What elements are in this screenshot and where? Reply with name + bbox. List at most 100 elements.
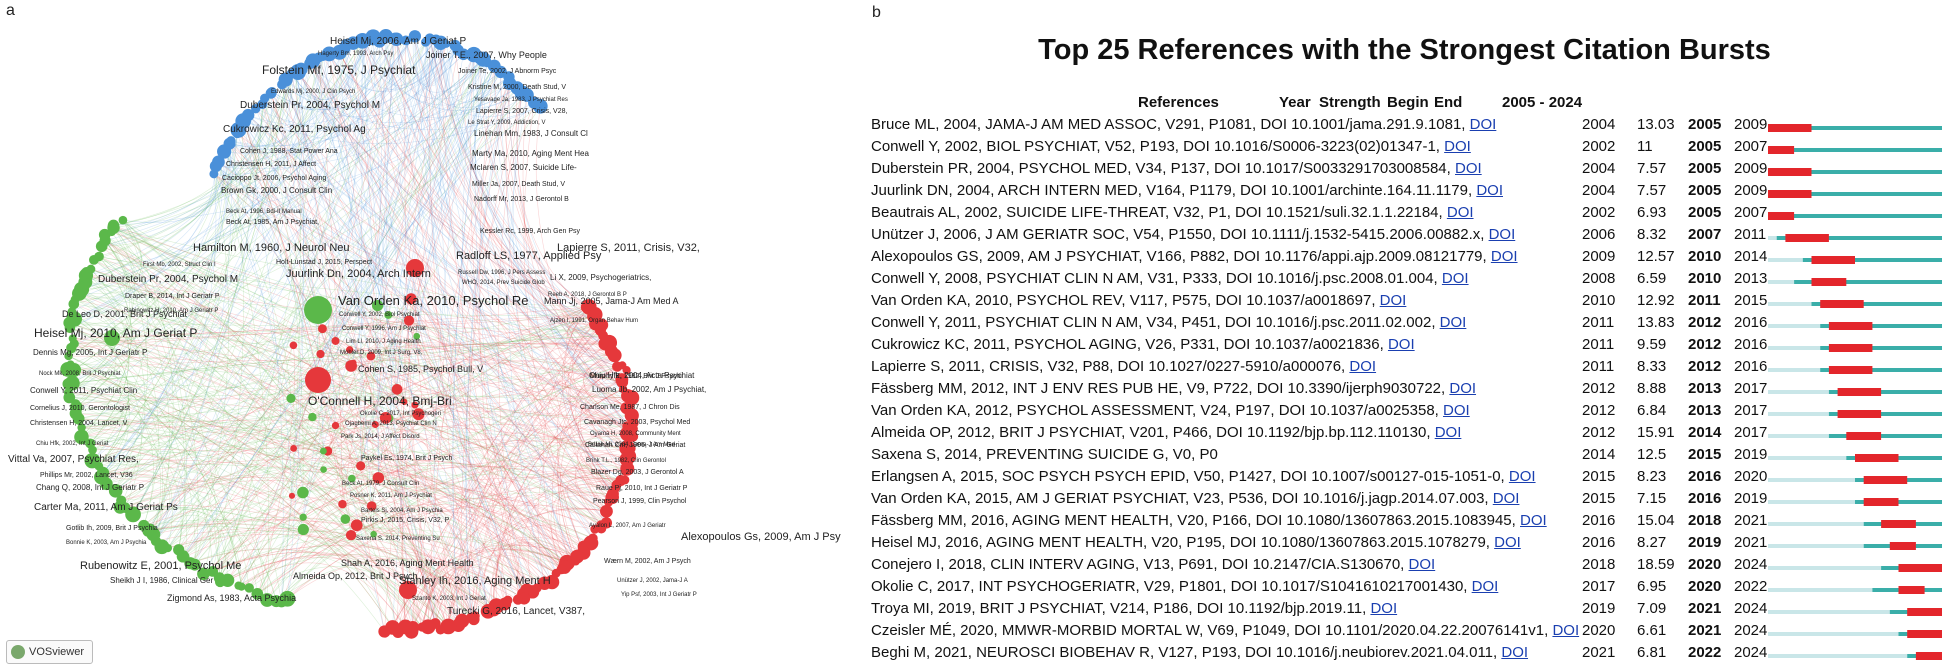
doi-link[interactable]: DOI <box>1408 556 1436 573</box>
network-node[interactable] <box>366 501 377 511</box>
network-node[interactable] <box>318 324 327 334</box>
network-node[interactable] <box>400 35 411 46</box>
network-node[interactable] <box>338 499 347 509</box>
network-node[interactable] <box>173 544 185 556</box>
network-node[interactable] <box>401 398 408 405</box>
network-node[interactable] <box>286 393 296 404</box>
network-node[interactable] <box>604 497 614 507</box>
network-node[interactable] <box>391 384 403 395</box>
network-hub-node[interactable] <box>104 330 120 346</box>
network-node[interactable] <box>331 336 340 345</box>
network-node[interactable] <box>308 412 317 422</box>
network-node[interactable] <box>370 530 377 538</box>
network-node[interactable] <box>288 492 296 499</box>
doi-link[interactable]: DOI <box>1379 292 1407 309</box>
doi-link[interactable]: DOI <box>1520 512 1547 529</box>
network-node[interactable] <box>85 438 96 449</box>
network-node[interactable] <box>417 622 427 632</box>
network-node[interactable] <box>138 519 150 532</box>
network-node[interactable] <box>66 360 75 369</box>
network-node[interactable] <box>109 484 121 495</box>
network-hub-node[interactable] <box>305 367 331 393</box>
network-node[interactable] <box>299 513 307 521</box>
network-node[interactable] <box>624 390 640 406</box>
doi-link[interactable]: DOI <box>1469 116 1497 133</box>
network-node[interactable] <box>621 467 630 476</box>
network-node[interactable] <box>590 524 600 534</box>
network-node[interactable] <box>289 341 298 350</box>
network-node[interactable] <box>379 412 392 424</box>
network-node[interactable] <box>253 589 263 599</box>
doi-link[interactable]: DOI <box>1494 534 1521 551</box>
doi-link[interactable]: DOI <box>1370 600 1398 617</box>
network-node[interactable] <box>600 504 613 518</box>
doi-link[interactable]: DOI <box>1488 226 1516 243</box>
network-hub-node[interactable] <box>290 64 306 80</box>
network-node[interactable] <box>197 567 210 581</box>
network-node[interactable] <box>74 429 89 445</box>
network-node[interactable] <box>607 348 622 363</box>
network-node[interactable] <box>226 136 236 146</box>
doi-link[interactable]: DOI <box>1492 490 1520 507</box>
doi-link[interactable]: DOI <box>1471 578 1499 595</box>
doi-link[interactable]: DOI <box>1387 336 1415 353</box>
network-node[interactable] <box>366 351 376 361</box>
network-node[interactable] <box>372 472 385 484</box>
network-node[interactable] <box>88 453 101 466</box>
network-node[interactable] <box>345 529 357 541</box>
network-node[interactable] <box>622 366 631 375</box>
network-node[interactable] <box>405 293 417 305</box>
network-node[interactable] <box>297 486 309 499</box>
network-node[interactable] <box>331 421 340 430</box>
doi-link[interactable]: DOI <box>1455 160 1482 177</box>
network-node[interactable] <box>356 461 366 471</box>
network-node[interactable] <box>64 375 80 391</box>
network-node[interactable] <box>345 346 354 354</box>
doi-link[interactable]: DOI <box>1449 380 1477 397</box>
network-node[interactable] <box>207 566 219 577</box>
network-node[interactable] <box>86 264 96 274</box>
network-node[interactable] <box>389 32 404 47</box>
network-node[interactable] <box>616 376 629 388</box>
network-node[interactable] <box>371 299 384 312</box>
network-node[interactable] <box>234 581 243 590</box>
doi-link[interactable]: DOI <box>1439 314 1467 331</box>
network-hub-node[interactable] <box>406 259 424 277</box>
doi-link[interactable]: DOI <box>1349 358 1377 375</box>
network-node[interactable] <box>319 447 327 455</box>
network-node[interactable] <box>244 583 254 593</box>
doi-link[interactable]: DOI <box>1476 182 1503 199</box>
network-node[interactable] <box>533 98 548 114</box>
network-node[interactable] <box>316 349 325 359</box>
network-node[interactable] <box>267 86 277 97</box>
doi-link[interactable]: DOI <box>1443 402 1470 419</box>
network-node[interactable] <box>98 228 111 241</box>
network-node[interactable] <box>371 420 379 429</box>
network-node[interactable] <box>68 334 77 343</box>
network-node[interactable] <box>67 307 77 316</box>
network-node[interactable] <box>297 523 309 536</box>
network-node[interactable] <box>116 495 127 506</box>
network-node[interactable] <box>340 514 351 524</box>
network-node[interactable] <box>480 604 496 619</box>
network-node[interactable] <box>350 519 363 532</box>
network-node[interactable] <box>413 332 421 340</box>
network-hub-node[interactable] <box>304 296 332 324</box>
network-node[interactable] <box>107 219 120 232</box>
network-node[interactable] <box>411 401 419 409</box>
network-node[interactable] <box>348 474 356 483</box>
doi-link[interactable]: DOI <box>1446 204 1474 221</box>
doi-link[interactable]: DOI <box>1501 644 1529 661</box>
network-node[interactable] <box>442 39 451 48</box>
doi-link[interactable]: DOI <box>1444 138 1471 155</box>
doi-link[interactable]: DOI <box>1490 248 1518 265</box>
network-node[interactable] <box>408 30 422 43</box>
doi-link[interactable]: DOI <box>1434 424 1462 441</box>
network-node[interactable] <box>384 310 393 319</box>
network-node[interactable] <box>260 593 275 607</box>
network-node[interactable] <box>378 625 391 638</box>
network-node[interactable] <box>403 315 415 326</box>
network-node[interactable] <box>412 408 425 421</box>
network-node[interactable] <box>320 466 327 473</box>
network-node[interactable] <box>378 29 394 44</box>
